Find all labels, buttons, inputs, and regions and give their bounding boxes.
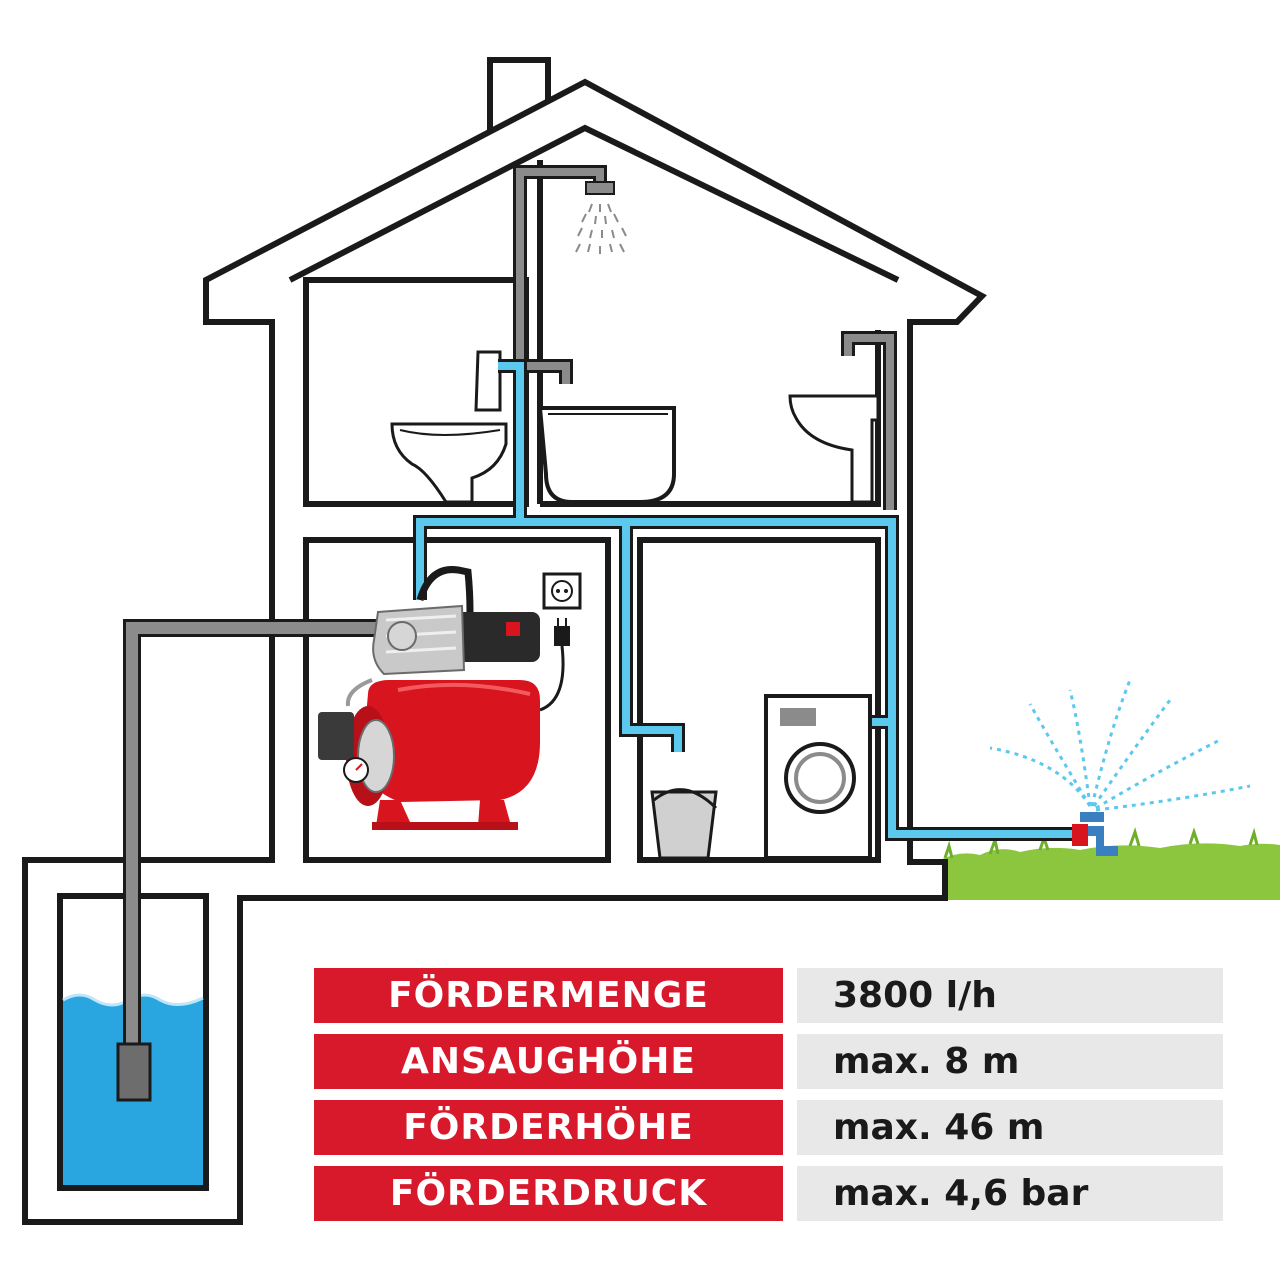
socket-icon	[542, 572, 582, 610]
water-pipes	[413, 359, 1080, 841]
spec-label: FÖRDERDRUCK	[314, 1166, 783, 1221]
submersible-strainer-icon	[116, 1042, 152, 1102]
spec-label: ANSAUGHÖHE	[314, 1034, 783, 1089]
spec-value: max. 4,6 bar	[797, 1166, 1223, 1221]
spec-row-ansaughoehe: ANSAUGHÖHE max. 8 m	[314, 1034, 1223, 1089]
spec-table: FÖRDERMENGE 3800 l/h ANSAUGHÖHE max. 8 m…	[314, 968, 1223, 1232]
grey-pipes	[513, 165, 897, 510]
sink-icon	[788, 394, 880, 504]
spec-value: max. 46 m	[797, 1100, 1223, 1155]
toilet-icon	[390, 350, 508, 504]
spec-value: max. 8 m	[797, 1034, 1223, 1089]
spec-label: FÖRDERMENGE	[314, 968, 783, 1023]
washing-machine-icon	[764, 694, 872, 860]
bathtub-icon	[537, 406, 676, 504]
plug-icon	[539, 618, 570, 712]
spec-row-foerdermenge: FÖRDERMENGE 3800 l/h	[314, 968, 1223, 1023]
spec-label: FÖRDERHÖHE	[314, 1100, 783, 1155]
pump-icon	[318, 566, 540, 830]
bucket-icon	[650, 788, 718, 860]
grass-icon	[940, 827, 1280, 900]
shower-icon	[575, 181, 627, 254]
spec-value: 3800 l/h	[797, 968, 1223, 1023]
spec-row-foerderhoehe: FÖRDERHÖHE max. 46 m	[314, 1100, 1223, 1155]
sprinkler-icon	[989, 679, 1251, 856]
spec-row-foerderdruck: FÖRDERDRUCK max. 4,6 bar	[314, 1166, 1223, 1221]
